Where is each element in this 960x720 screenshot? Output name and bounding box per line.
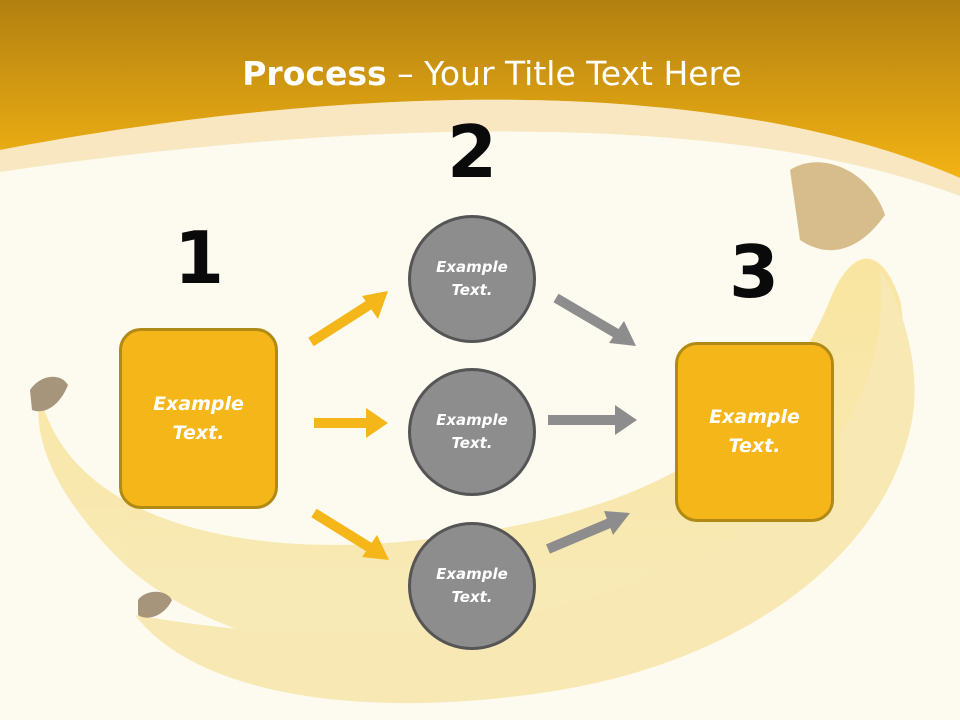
step-number-3: 3 [728, 230, 780, 314]
circle-bottom-text: Example Text. [436, 565, 508, 606]
step-1-text: Example Text. [153, 392, 244, 444]
circle-middle: Example Text. [408, 368, 536, 496]
title-bold: Process [242, 54, 387, 93]
arrow-middle-to-3 [548, 405, 637, 435]
title-rest: – Your Title Text Here [386, 54, 742, 93]
circle-top: Example Text. [408, 215, 536, 343]
circle-middle-text: Example Text. [436, 411, 508, 452]
step-1-box: Example Text. [119, 328, 278, 509]
step-3-text: Example Text. [709, 406, 800, 457]
arrow-1-to-top [308, 291, 388, 347]
arrow-bottom-to-3 [546, 511, 630, 554]
step-number-1: 1 [173, 216, 225, 300]
step-number-2: 2 [446, 110, 498, 194]
arrow-top-to-3 [553, 293, 636, 346]
step-3-box: Example Text. [675, 342, 834, 522]
circle-bottom: Example Text. [408, 522, 536, 650]
arrow-1-to-bottom [311, 508, 389, 560]
circle-top-text: Example Text. [436, 258, 508, 299]
banana-illustration [30, 162, 915, 704]
arrow-1-to-middle [314, 408, 388, 438]
slide-title: Process – Your Title Text Here [0, 52, 960, 96]
